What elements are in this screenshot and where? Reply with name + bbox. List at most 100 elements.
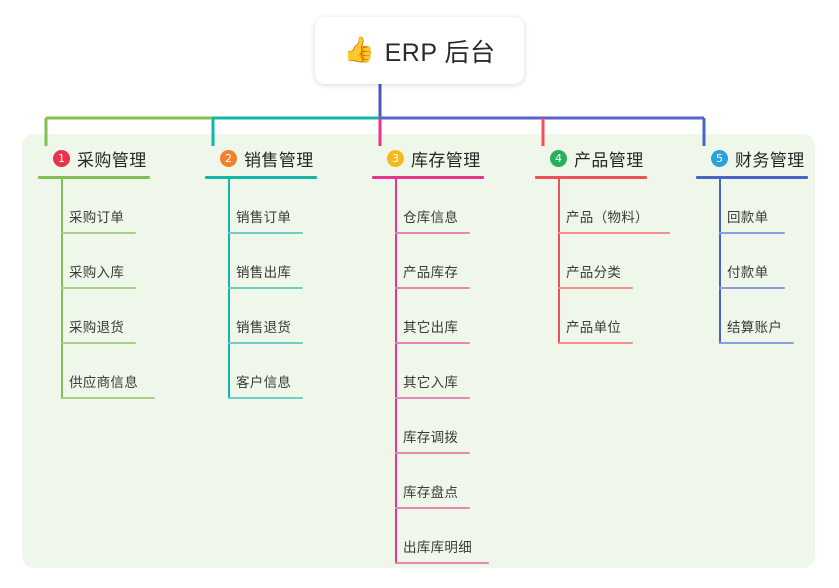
leaf-item[interactable]: 其它出库 <box>372 289 481 344</box>
branch-header-rule <box>38 176 150 179</box>
leaf-rule <box>558 342 633 344</box>
leaf-label: 产品库存 <box>403 265 459 280</box>
leaf-label: 出库库明细 <box>403 540 472 555</box>
branch-column-2: 2 销售管理销售订单销售出库销售退货客户信息 <box>205 146 317 399</box>
branch-header-rule <box>372 176 484 179</box>
branch-leaf-list: 产品（物料） 产品分类产品单位 <box>535 179 670 344</box>
leaf-rule <box>395 562 489 564</box>
leaf-item[interactable]: 出库库明细 <box>372 509 489 564</box>
leaf-item[interactable]: 销售出库 <box>205 234 314 289</box>
leaf-item[interactable]: 库存盘点 <box>372 454 481 509</box>
leaf-rule <box>719 342 794 344</box>
leaf-rule <box>61 232 136 234</box>
branch-panel-background <box>22 134 815 568</box>
branch-header-rule <box>205 176 317 179</box>
branch-spine <box>61 179 63 399</box>
branch-number-badge: 4 <box>550 149 567 167</box>
leaf-item[interactable]: 付款单 <box>696 234 805 289</box>
branch-leaf-list: 销售订单销售出库销售退货客户信息 <box>205 179 314 399</box>
leaf-item[interactable]: 产品库存 <box>372 234 481 289</box>
leaf-rule <box>395 452 470 454</box>
leaf-item[interactable]: 销售退货 <box>205 289 314 344</box>
leaf-item[interactable]: 产品单位 <box>535 289 644 344</box>
leaf-item[interactable]: 采购入库 <box>38 234 147 289</box>
leaf-label: 产品分类 <box>566 265 622 280</box>
leaf-rule <box>61 287 136 289</box>
leaf-rule <box>719 287 785 289</box>
branch-header-rule <box>535 176 647 179</box>
leaf-item[interactable]: 销售订单 <box>205 179 314 234</box>
leaf-item[interactable]: 供应商信息 <box>38 344 155 399</box>
leaf-label: 销售订单 <box>236 210 292 225</box>
branch-leaf-list: 回款单付款单结算账户 <box>696 179 805 344</box>
leaf-item[interactable]: 采购退货 <box>38 289 147 344</box>
leaf-label: 库存调拨 <box>403 430 459 445</box>
leaf-label: 产品单位 <box>566 320 622 335</box>
leaf-rule <box>558 232 670 234</box>
leaf-label: 产品（物料） <box>566 210 649 225</box>
leaf-rule <box>395 232 470 234</box>
branch-spine <box>228 179 230 399</box>
root-title: ERP 后台 <box>384 38 496 67</box>
leaf-item[interactable]: 客户信息 <box>205 344 314 399</box>
leaf-rule <box>395 342 470 344</box>
branch-spine <box>395 179 397 564</box>
leaf-label: 销售退货 <box>236 320 292 335</box>
leaf-rule <box>395 397 470 399</box>
branch-column-3: 3 库存管理仓库信息产品库存其它出库其它入库库存调拨库存盘点出库库明细 <box>372 146 489 564</box>
branch-header-2[interactable]: 2 销售管理 <box>205 146 314 170</box>
branch-leaf-list: 采购订单采购入库采购退货供应商信息 <box>38 179 155 399</box>
branch-header-4[interactable]: 4 产品管理 <box>535 146 644 170</box>
leaf-label: 库存盘点 <box>403 485 459 500</box>
branch-header-rule <box>696 176 808 179</box>
leaf-label: 其它入库 <box>403 375 459 390</box>
leaf-label: 采购订单 <box>69 210 125 225</box>
branch-header-5[interactable]: 5 财务管理 <box>696 146 805 170</box>
leaf-rule <box>395 287 470 289</box>
leaf-item[interactable]: 仓库信息 <box>372 179 481 234</box>
branch-header-3[interactable]: 3 库存管理 <box>372 146 481 170</box>
leaf-rule <box>228 342 303 344</box>
leaf-rule <box>228 232 303 234</box>
leaf-rule <box>395 507 470 509</box>
branch-column-4: 4 产品管理产品（物料） 产品分类产品单位 <box>535 146 670 344</box>
leaf-item[interactable]: 库存调拨 <box>372 399 481 454</box>
leaf-label: 结算账户 <box>727 320 783 335</box>
leaf-label: 付款单 <box>727 265 769 280</box>
branch-title: 产品管理 <box>574 150 644 170</box>
leaf-item[interactable]: 其它入库 <box>372 344 481 399</box>
leaf-rule <box>61 397 155 399</box>
leaf-rule <box>719 232 785 234</box>
leaf-label: 销售出库 <box>236 265 292 280</box>
thumbs-up-icon: 👍 <box>343 36 375 64</box>
leaf-item[interactable]: 产品（物料） <box>535 179 670 234</box>
branch-leaf-list: 仓库信息产品库存其它出库其它入库库存调拨库存盘点出库库明细 <box>372 179 489 564</box>
branch-number-badge: 5 <box>711 149 728 167</box>
leaf-label: 仓库信息 <box>403 210 459 225</box>
leaf-rule <box>228 397 303 399</box>
branch-column-5: 5 财务管理回款单付款单结算账户 <box>696 146 808 344</box>
branch-spine <box>558 179 560 344</box>
leaf-rule <box>558 287 633 289</box>
leaf-label: 其它出库 <box>403 320 459 335</box>
leaf-rule <box>228 287 303 289</box>
root-node[interactable]: 👍 ERP 后台 <box>315 17 524 84</box>
branch-spine <box>719 179 721 344</box>
branch-title: 采购管理 <box>77 150 147 170</box>
branch-number-badge: 3 <box>387 149 404 167</box>
branch-title: 销售管理 <box>244 150 314 170</box>
branch-title: 财务管理 <box>735 150 805 170</box>
leaf-label: 采购退货 <box>69 320 125 335</box>
branch-title: 库存管理 <box>411 150 481 170</box>
leaf-item[interactable]: 采购订单 <box>38 179 147 234</box>
leaf-label: 回款单 <box>727 210 769 225</box>
leaf-item[interactable]: 产品分类 <box>535 234 644 289</box>
leaf-item[interactable]: 回款单 <box>696 179 805 234</box>
leaf-label: 采购入库 <box>69 265 125 280</box>
leaf-label: 供应商信息 <box>69 375 138 390</box>
branch-number-badge: 2 <box>220 149 237 167</box>
leaf-item[interactable]: 结算账户 <box>696 289 805 344</box>
